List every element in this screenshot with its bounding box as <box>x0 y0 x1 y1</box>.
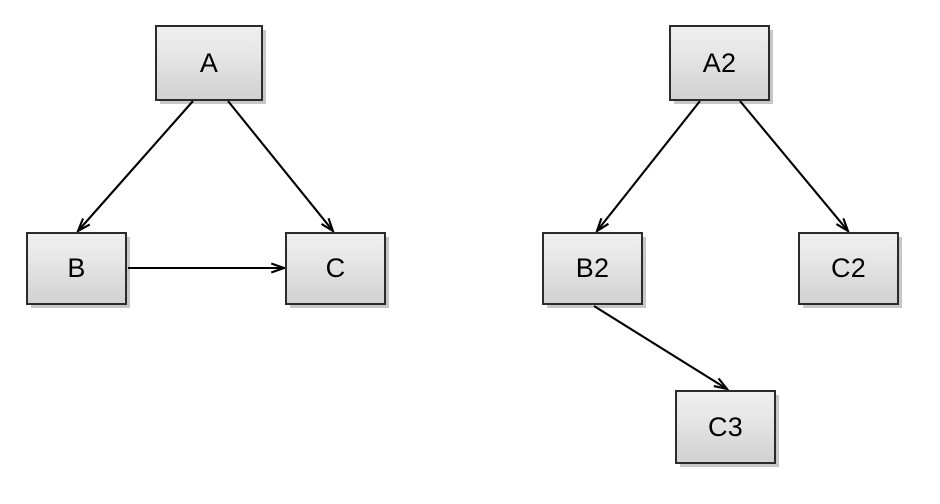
edge-line <box>227 100 334 231</box>
node-label: B <box>67 253 86 283</box>
edge-a2-b2[interactable] <box>595 100 701 234</box>
node-a2[interactable]: A2 <box>669 25 770 101</box>
node-label: A <box>199 47 219 78</box>
arrowhead-icon <box>835 217 851 234</box>
edge-line <box>739 100 849 231</box>
node-b[interactable]: B <box>26 232 127 305</box>
arrowhead-icon <box>320 217 335 234</box>
edge-a-c[interactable] <box>227 100 335 234</box>
node-b2[interactable]: B2 <box>542 232 643 305</box>
node-label: A2 <box>702 47 737 78</box>
edge-line <box>77 100 194 231</box>
arrowhead-icon <box>713 377 730 391</box>
edge-line <box>596 100 701 231</box>
node-label: C3 <box>708 411 743 442</box>
edge-line <box>593 305 727 390</box>
edge-a2-c2[interactable] <box>739 100 851 234</box>
edge-b2-c3[interactable] <box>593 305 730 391</box>
node-c2[interactable]: C2 <box>798 232 899 305</box>
node-a[interactable]: A <box>155 25 263 101</box>
node-c3[interactable]: C3 <box>675 390 776 464</box>
node-label: B2 <box>575 253 610 283</box>
edge-a-b[interactable] <box>75 100 194 234</box>
arrowhead-icon <box>75 218 91 234</box>
node-label: C <box>325 253 346 283</box>
node-label: C2 <box>831 253 866 283</box>
arrowhead-icon <box>595 217 609 234</box>
edge-b-c[interactable] <box>128 262 288 274</box>
node-c[interactable]: C <box>285 232 386 305</box>
arrowhead-icon <box>270 262 288 274</box>
